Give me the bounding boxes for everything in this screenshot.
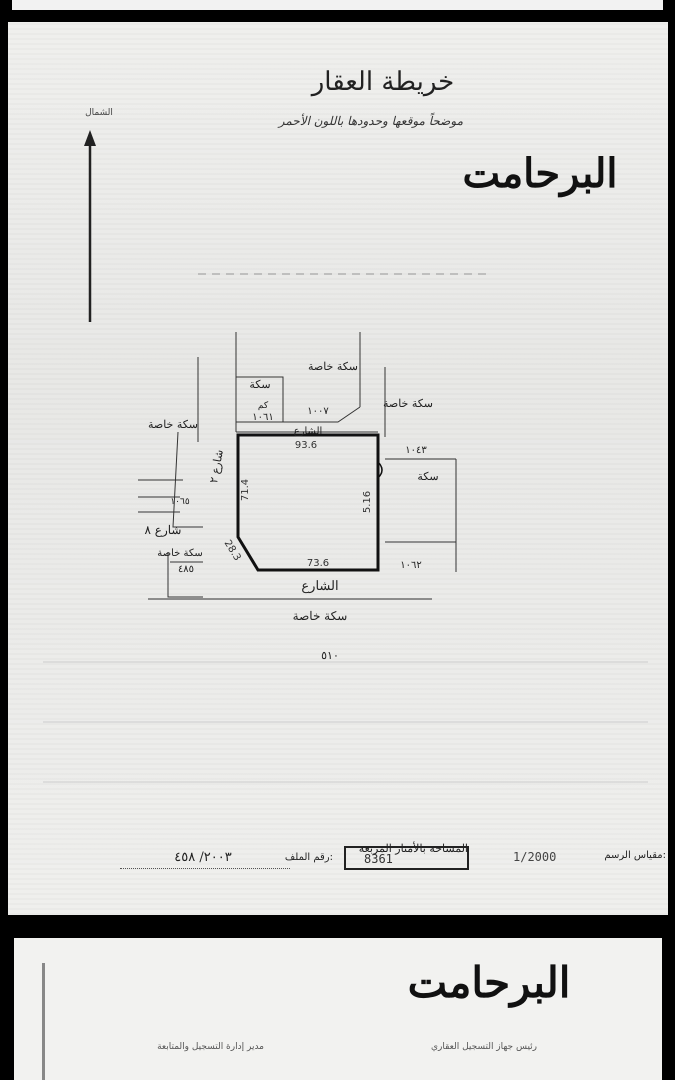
area-value-box: 8361 <box>344 846 469 870</box>
scale-value: 1/2000 <box>513 850 557 864</box>
subject-parcel <box>236 433 380 572</box>
scan-rules <box>43 661 648 783</box>
north-arrow-icon <box>84 130 96 322</box>
left-signatory-label: مدير إدارة التسجيل والمتابعة <box>157 1042 264 1052</box>
area-label: المساحة بالأمتار المربعة <box>358 842 468 855</box>
plot-1065-label: ١٠٦٥ <box>170 497 190 507</box>
kam-label: كم <box>258 401 269 411</box>
signature-sheet: البرحامت مدير إدارة التسجيل والمتابعة رئ… <box>14 938 662 1080</box>
private-road-top-left-label: سكة <box>249 378 270 391</box>
file-number-value: ٢٠٠٣/ ٤٥٨ <box>174 850 232 865</box>
private-road-left-label: سكة خاصة <box>148 418 198 431</box>
parcel-corner-notch <box>377 461 383 479</box>
plot-1062-label: ١٠٦٢ <box>400 560 421 571</box>
scale-label: مقياس الرسم: <box>604 850 666 861</box>
right-signatory-label: رئيس جهاز التسجيل العقاري <box>430 1042 538 1052</box>
side-right-dimension: 5.16 <box>362 491 373 513</box>
private-road-right-label: سكة خاصة <box>383 397 433 410</box>
side-top-dimension: 93.6 <box>295 440 317 451</box>
block-510-label: ٥١٠ <box>321 649 339 662</box>
plot-1007-label: ١٠٠٧ <box>307 406 329 417</box>
surrounding-labels: سكة خاصة سكة كم ١٠٠٧ ١٠٦١ الشارع سكة خاص… <box>145 360 439 662</box>
previous-page-strip <box>12 0 663 10</box>
private-road-right-2-label: سكة <box>417 470 438 483</box>
private-road-bottom-left-label: سكة خاصة <box>157 548 203 559</box>
surrounding-boundaries <box>138 332 457 600</box>
plot-1061-label: ١٠٦١ <box>252 412 273 423</box>
handwritten-note: البرحامت <box>462 150 618 197</box>
file-number-underline <box>120 868 290 869</box>
scan-edge-mark <box>42 963 45 1080</box>
north-label: الشمال <box>85 108 113 118</box>
side-bottom-dimension: 73.6 <box>307 558 329 569</box>
map-subtitle: موضحاً موقعها وحدودها باللون الأحمر <box>278 114 463 128</box>
file-number-label: رقم الملف: <box>284 852 333 863</box>
street-left-label: شارع ٢ <box>207 449 226 485</box>
private-road-bottom-label: سكة خاصة <box>293 609 348 623</box>
street-top-label: الشارع <box>294 426 323 437</box>
side-left-dimension: 71.4 <box>240 479 251 501</box>
plot-485-label: ٤٨٥ <box>178 564 194 575</box>
parcel-map-drawing: 93.6 5.16 73.6 71.4 28.3 سكة خاصة سكة كم… <box>43 130 648 783</box>
street-8-label: شارع ٨ <box>145 523 182 537</box>
property-map-sheet: خريطة العقار موضحاً موقعها وحدودها باللو… <box>8 22 668 915</box>
handwritten-note-2: البرحامت <box>407 958 571 1007</box>
private-road-top-label: سكة خاصة <box>308 360 358 373</box>
street-bottom-label: الشارع <box>301 579 338 594</box>
map-title: خريطة العقار <box>311 67 455 97</box>
plot-1043-label: ١٠٤٣ <box>405 445 427 456</box>
